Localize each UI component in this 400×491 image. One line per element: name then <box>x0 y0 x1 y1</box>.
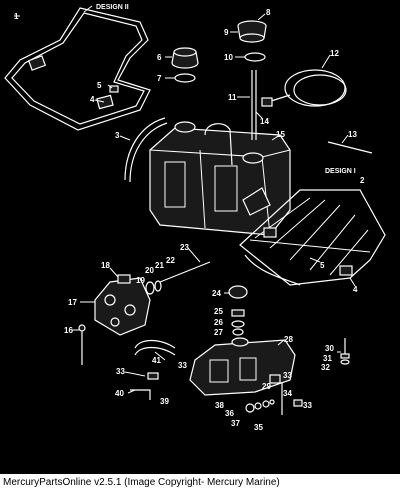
parts-diagram: DESIGN II <box>0 0 400 474</box>
design-label-ii: DESIGN II <box>96 4 129 11</box>
callout-35: 35 <box>254 423 263 432</box>
callout-19: 19 <box>136 276 145 285</box>
callout-29: 29 <box>262 382 271 391</box>
callout-26: 26 <box>214 318 223 327</box>
callout-34: 34 <box>283 389 292 398</box>
callout-9: 9 <box>224 28 229 37</box>
fuel-tank <box>149 121 291 236</box>
vapor-separator <box>189 337 296 396</box>
callout-40: 40 <box>115 389 124 398</box>
callout-17: 17 <box>68 298 77 307</box>
callout-20: 20 <box>145 266 154 275</box>
copyright-footer: MercuryPartsOnline v2.5.1 (Image Copyrig… <box>0 474 400 491</box>
callout-13: 13 <box>348 130 357 139</box>
callout-4: 4 <box>90 95 95 104</box>
design-ii-bracket <box>4 7 151 131</box>
callout-28: 28 <box>284 335 293 344</box>
design-label-i: DESIGN I <box>325 168 356 175</box>
callout-36: 36 <box>225 409 234 418</box>
hose-41 <box>134 339 176 349</box>
callout-32: 32 <box>321 363 330 372</box>
fuel-hose <box>124 117 166 181</box>
fuel-line-coil <box>261 69 347 107</box>
callout-21: 21 <box>155 261 164 270</box>
hardware-30-32 <box>340 338 350 365</box>
callout-25: 25 <box>214 307 223 316</box>
callout-6: 6 <box>157 53 162 62</box>
callout-22: 22 <box>166 256 175 265</box>
callout-3: 3 <box>115 131 120 140</box>
callout-18: 18 <box>101 261 110 270</box>
callout-1: 1 <box>14 12 19 21</box>
callout-33-lower: 33 <box>303 401 312 410</box>
fuel-pump-assembly <box>78 261 211 365</box>
callout-37: 37 <box>231 419 240 428</box>
filter-stack <box>228 285 248 336</box>
fitting-40 <box>130 389 151 400</box>
callout-8: 8 <box>266 8 271 17</box>
callout-23: 23 <box>180 243 189 252</box>
callout-33-left: 33 <box>116 367 125 376</box>
callout-24: 24 <box>212 289 221 298</box>
callout-5-design-i: 5 <box>320 261 325 270</box>
callout-39: 39 <box>160 397 169 406</box>
callout-5: 5 <box>97 81 102 90</box>
callout-30: 30 <box>325 344 334 353</box>
callout-10: 10 <box>224 53 233 62</box>
callout-4-design-i: 4 <box>353 285 358 294</box>
callout-2-design-i: 2 <box>360 176 365 185</box>
design-i-bracket <box>239 189 386 286</box>
callout-33-mid: 33 <box>178 361 187 370</box>
callout-16: 16 <box>64 326 73 335</box>
clamp-33 <box>147 372 159 380</box>
callout-12: 12 <box>330 49 339 58</box>
retaining-rod <box>327 141 373 154</box>
callout-11: 11 <box>228 93 237 102</box>
fuel-cap <box>171 47 199 83</box>
callout-33-right: 33 <box>283 371 292 380</box>
callout-38: 38 <box>215 401 224 410</box>
fuel-gauge-cap <box>237 20 267 140</box>
washers-35-38 <box>245 399 275 413</box>
exploded-view-svg: DESIGN II <box>4 4 386 432</box>
callout-31: 31 <box>323 354 332 363</box>
callout-41: 41 <box>152 356 161 365</box>
callout-7: 7 <box>157 74 162 83</box>
callout-14: 14 <box>260 117 269 126</box>
callout-27: 27 <box>214 328 223 337</box>
callout-15: 15 <box>276 130 285 139</box>
